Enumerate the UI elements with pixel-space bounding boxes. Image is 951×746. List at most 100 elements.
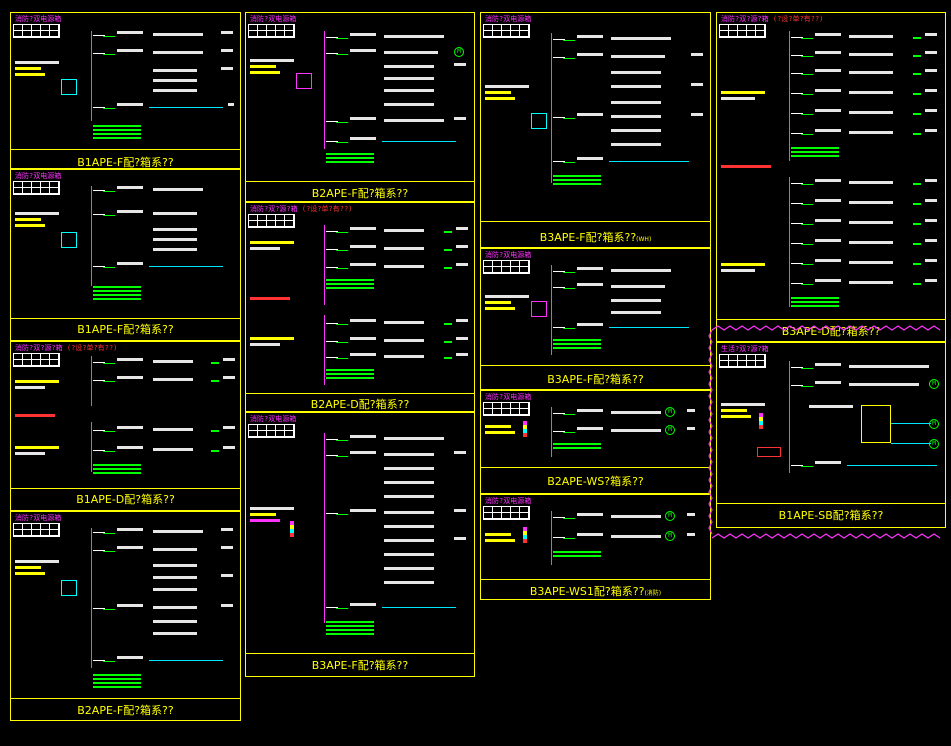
incoming-cable-labels	[721, 263, 767, 275]
circuit-row	[93, 87, 238, 95]
circuit-row	[326, 465, 472, 473]
circuit-row: M	[791, 419, 941, 429]
incoming-cable-labels	[15, 61, 61, 76]
panel-b3ape-f-0[interactable]: 消防?双电源箱 B3APE-F配?箱系??(WH)	[480, 12, 711, 248]
circuit-row	[553, 297, 703, 305]
panel-title: 消防?双电源箱	[15, 15, 62, 23]
ats-switch-icon	[61, 232, 77, 248]
panel-b3ape-d[interactable]: 消防?双?源?箱 (?设?单?有??) B3APE-D配?箱系??	[716, 12, 946, 342]
panel-b2ape-ws[interactable]: 消防?双电源箱 M M B2APE-WS?箱系??	[480, 390, 711, 494]
ats-switch-icon	[523, 527, 527, 543]
circuit-row	[326, 75, 472, 83]
incoming-cable-labels	[15, 446, 61, 458]
circuit-row	[553, 35, 703, 43]
panel-caption: B3APE-F配?箱系??	[311, 659, 409, 672]
header-table	[248, 214, 295, 228]
incoming-cable-labels	[15, 212, 61, 227]
circuit-row	[93, 31, 238, 39]
circuit-row	[553, 83, 703, 91]
circuit-row: M	[326, 47, 472, 57]
panel-b1ape-f-2[interactable]: 消防?双电源箱 B1APE-F配?箱系??	[10, 169, 241, 341]
panel-b2ape-f-2[interactable]: 消防?双电源箱 M B2APE-F配?箱系??	[245, 12, 475, 202]
circuit-row	[326, 117, 472, 125]
circuit-row	[553, 113, 703, 121]
panel-caption-note: (WH)	[636, 236, 652, 243]
caption-divider	[11, 318, 240, 319]
panel-title: 消防?双?源?箱 (?设?单?有??)	[721, 15, 823, 23]
circuit-row	[791, 259, 941, 267]
ats-switch-icon	[61, 580, 77, 596]
note-block	[93, 464, 141, 476]
circuit-row: M	[791, 379, 941, 389]
caption-divider	[481, 221, 710, 222]
circuit-row	[326, 263, 472, 271]
circuit-row	[791, 403, 941, 411]
busbar	[324, 225, 325, 305]
circuit-row	[326, 245, 472, 253]
note-block	[93, 286, 141, 302]
header-table	[483, 24, 530, 38]
busbar	[324, 315, 325, 385]
circuit-row	[326, 565, 472, 573]
circuit-row	[553, 323, 703, 331]
panel-title: 消防?双电源箱	[15, 172, 62, 180]
header-table	[719, 24, 766, 38]
motor-icon: M	[929, 419, 939, 429]
header-table	[483, 260, 530, 274]
circuit-row	[791, 179, 941, 187]
panel-b2ape-f-1[interactable]: 消防?双电源箱 B2APE-F配?箱系??	[10, 511, 241, 721]
busbar	[551, 265, 552, 355]
circuit-row	[93, 546, 238, 554]
panel-b3ape-f-1[interactable]: 消防?双电源箱 B3APE-F配?箱系??	[245, 412, 475, 677]
circuit-row	[553, 99, 703, 107]
panel-title: 消防?双电源箱	[485, 497, 532, 505]
header-table	[483, 402, 530, 416]
incoming-cable-labels	[15, 560, 61, 575]
circuit-row: M	[553, 425, 703, 435]
busbar	[551, 511, 552, 565]
circuit-row	[326, 137, 472, 145]
header-table	[13, 523, 60, 537]
panel-b2ape-d[interactable]: 消防?双?源?箱 (?设?单?有??) B2APE-D配?箱系??	[245, 202, 475, 412]
circuit-row	[93, 586, 238, 594]
busbar	[789, 361, 790, 473]
circuit-row	[326, 319, 472, 327]
circuit-row	[93, 446, 238, 454]
panel-b3ape-ws1[interactable]: 消防?双电源箱 M M B3APE-WS1配?箱系??(消防)	[480, 494, 711, 600]
motor-icon: M	[665, 407, 675, 417]
circuit-row	[553, 309, 703, 317]
ats-switch-icon	[531, 301, 547, 317]
note-block	[553, 443, 601, 451]
busbar	[789, 177, 790, 307]
panel-b3ape-f-2[interactable]: 消防?双电源箱 B3APE-F配?箱系??	[480, 248, 711, 390]
note-block	[326, 279, 374, 291]
circuit-row	[553, 69, 703, 77]
note-block	[791, 147, 839, 159]
circuit-row	[326, 523, 472, 531]
circuit-row	[553, 127, 703, 135]
circuit-row	[553, 157, 703, 165]
header-table	[483, 506, 530, 520]
circuit-row	[326, 435, 472, 443]
panel-title: 消防?双电源箱	[485, 251, 532, 259]
header-table	[13, 353, 60, 367]
panel-b1ape-d[interactable]: 消防?双?源?箱 (?设?单?有??) B1APE-D配?箱系??	[10, 341, 241, 511]
header-table	[248, 424, 295, 438]
circuit-row	[326, 493, 472, 501]
caption-divider	[11, 698, 240, 699]
circuit-row	[326, 353, 472, 361]
panel-b1ape-f-1[interactable]: 消防?双电源箱 B1APE-F配?箱系??	[10, 12, 241, 169]
circuit-row	[326, 479, 472, 487]
red-note	[721, 165, 771, 168]
circuit-row: M	[553, 407, 703, 417]
panel-caption: B1APE-F配?箱系??	[77, 323, 174, 336]
panel-caption: B3APE-D配?箱系??	[781, 325, 881, 338]
circuit-row	[93, 376, 238, 384]
circuit-row: M	[553, 531, 703, 541]
panel-caption-note: (消防)	[644, 590, 662, 597]
header-table	[13, 24, 60, 38]
circuit-row	[326, 551, 472, 559]
circuit-row	[93, 630, 238, 638]
panel-b1ape-sb[interactable]: 生活?双?源?箱 M M M B1APE-SB配?箱系??	[716, 342, 946, 528]
circuit-row	[93, 103, 238, 111]
